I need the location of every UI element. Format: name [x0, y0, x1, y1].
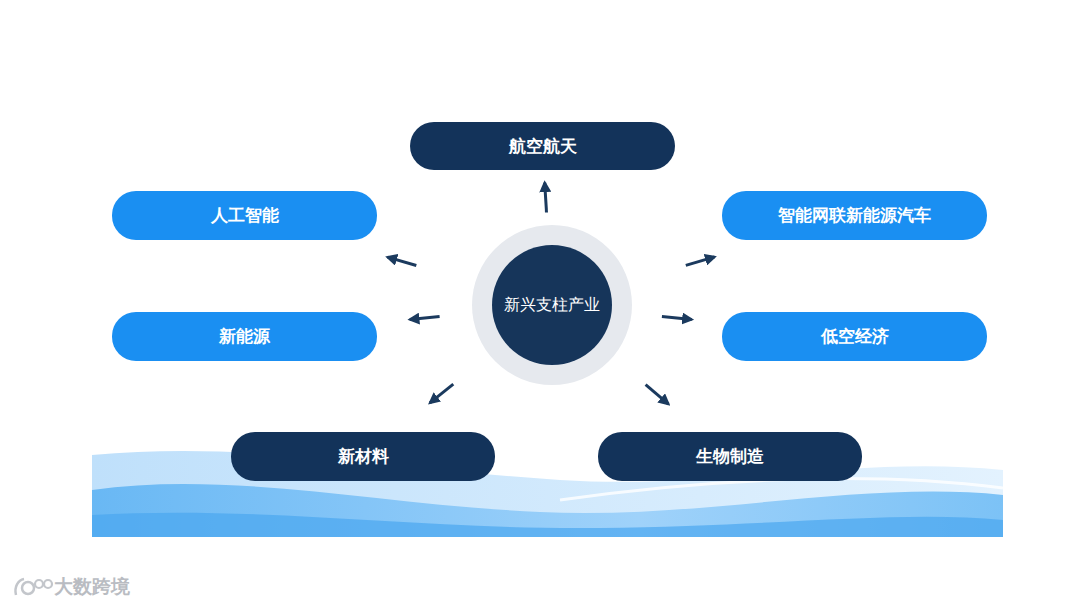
watermark: 大数跨境	[12, 574, 130, 600]
outward-arrow	[410, 317, 440, 320]
industry-label: 航空航天	[509, 135, 577, 158]
industry-pill: 新能源	[112, 312, 377, 361]
hub-label: 新兴支柱产业	[504, 295, 600, 316]
industry-pill: 低空经济	[722, 312, 987, 361]
outward-arrow	[646, 385, 669, 404]
outward-arrow	[686, 257, 715, 266]
industry-label: 人工智能	[211, 204, 279, 227]
industry-label: 生物制造	[696, 445, 764, 468]
industry-label: 智能网联新能源汽车	[778, 204, 931, 227]
industry-pill: 人工智能	[112, 191, 377, 240]
industry-pill: 智能网联新能源汽车	[722, 191, 987, 240]
industry-label: 低空经济	[821, 325, 889, 348]
industry-label: 新能源	[219, 325, 270, 348]
industry-label: 新材料	[338, 445, 389, 468]
outward-arrow	[662, 316, 692, 319]
outward-arrow	[388, 257, 417, 265]
outward-arrow	[545, 183, 547, 213]
outward-arrow	[430, 384, 453, 403]
industry-pill: 新材料	[231, 432, 495, 481]
industry-pill: 航空航天	[410, 122, 675, 170]
hub-circle: 新兴支柱产业	[472, 225, 632, 385]
industry-pill: 生物制造	[598, 432, 862, 481]
watermark-text: 大数跨境	[54, 574, 130, 600]
watermark-logo	[12, 575, 54, 599]
